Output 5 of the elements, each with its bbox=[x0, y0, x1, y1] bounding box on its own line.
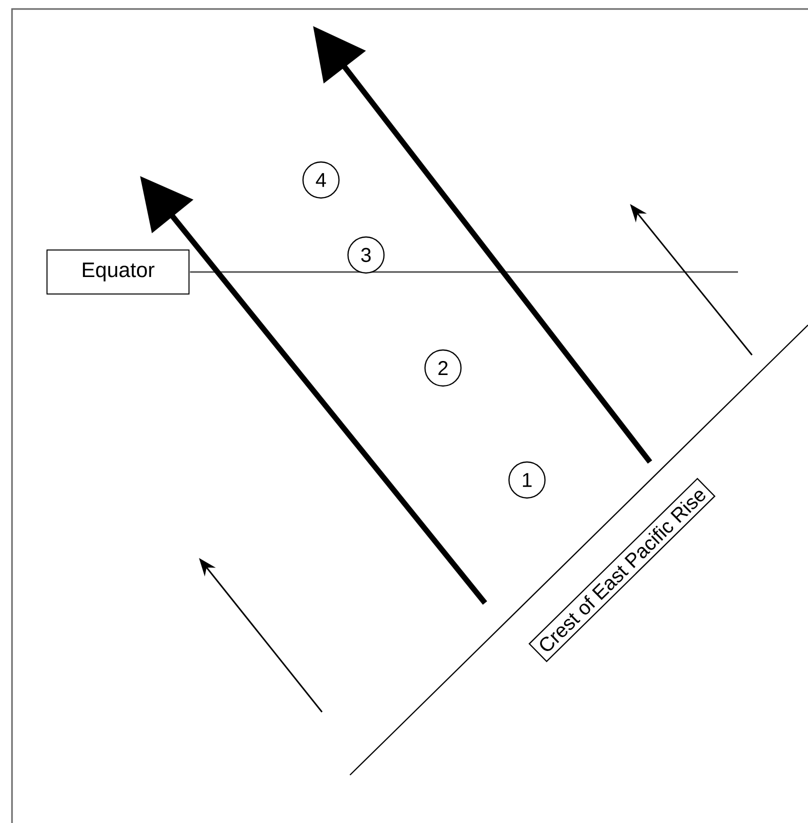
callout-number: 1 bbox=[508, 461, 546, 499]
callout-number: 4 bbox=[302, 161, 340, 199]
callout-number: 3 bbox=[347, 236, 385, 274]
label-box: Equator bbox=[46, 250, 190, 294]
callout-number: 2 bbox=[424, 349, 462, 387]
